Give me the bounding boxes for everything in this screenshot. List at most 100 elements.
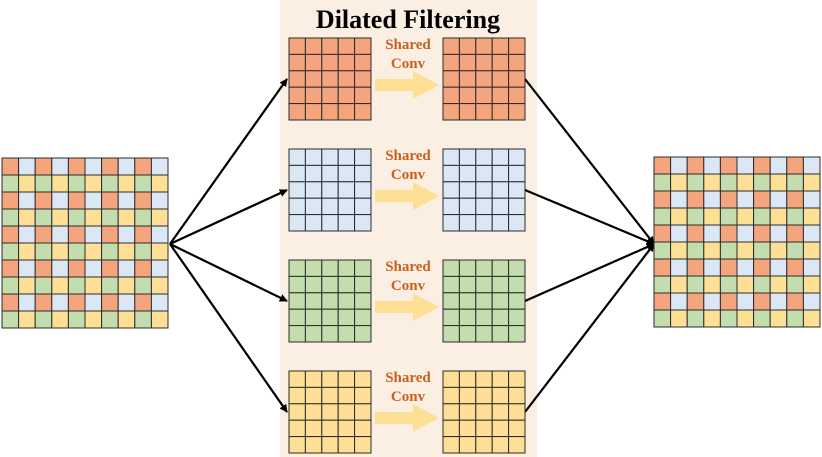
branch-blue-input-grid — [288, 148, 372, 232]
branch-green-input-grid-cell — [321, 308, 339, 327]
branch-orange-output-grid-cell — [458, 86, 477, 105]
branch-yellow-input-grid-cell — [304, 403, 323, 421]
edges-layer — [169, 78, 655, 413]
input-grid-cell — [51, 174, 69, 193]
output-grid-cell — [802, 258, 821, 277]
input-grid-cell — [101, 191, 119, 210]
input-grid-cell — [34, 191, 53, 210]
output-grid-cell — [703, 207, 721, 226]
output-grid-cell — [802, 241, 821, 260]
input-grid-cell — [84, 293, 103, 312]
input-grid-cell — [134, 276, 152, 295]
input-grid-cell — [101, 259, 119, 278]
branch-yellow-input-grid-cell — [354, 386, 372, 405]
output-grid-cell — [802, 173, 821, 192]
input-grid-cell — [150, 208, 169, 227]
fan-out-arrow-yellow — [169, 243, 288, 413]
fan-out-arrow-orange — [169, 78, 288, 245]
branch-blue-output-grid-cell — [475, 148, 493, 166]
branch-yellow-output-grid-cell — [508, 386, 526, 405]
branch-orange-input-grid-cell — [288, 86, 306, 105]
output-grid-cell — [653, 309, 672, 328]
branch-blue-input-grid-cell — [337, 197, 356, 216]
branch-blue-input-grid-cell — [337, 214, 356, 232]
input-grid-cell — [1, 191, 20, 210]
input-grid-cell — [34, 242, 53, 261]
input-grid-cell — [84, 242, 103, 261]
output-grid-cell — [802, 309, 821, 328]
input-grid-cell — [84, 191, 103, 210]
output-grid-cell — [736, 275, 755, 294]
input-grid-cell — [1, 293, 20, 312]
input-grid-cell — [51, 157, 69, 176]
branch-green-output-grid-cell — [458, 259, 477, 277]
input-grid-cell — [117, 174, 136, 193]
branch-yellow-output-grid-cell — [475, 386, 493, 405]
output-grid-cell — [653, 275, 672, 294]
branch-blue-input-grid-cell — [337, 148, 356, 166]
input-grid-cell — [134, 208, 152, 227]
output-grid-cell — [719, 190, 738, 209]
input-grid-cell — [84, 208, 103, 227]
output-grid-cell — [786, 224, 804, 243]
output-grid-cell — [769, 309, 788, 328]
branch-yellow-input-grid-cell — [288, 436, 306, 454]
branch-yellow-output-grid-cell — [491, 419, 510, 438]
output-grid-cell — [703, 275, 721, 294]
shared-conv-label-line2-yellow: Conv — [391, 389, 426, 405]
branch-orange-input-grid-cell — [288, 70, 306, 88]
input-grid-cell — [51, 276, 69, 295]
branch-green-output-grid-cell — [442, 275, 460, 294]
branch-orange-input-grid-cell — [354, 103, 372, 121]
input-grid-cell — [117, 191, 136, 210]
branch-yellow-input-grid-cell — [288, 403, 306, 421]
branch-blue-output-grid-cell — [442, 148, 460, 166]
branch-blue-output-grid-cell — [491, 164, 510, 183]
branch-orange-output-grid-cell — [475, 86, 493, 105]
output-grid-cell — [670, 224, 688, 243]
input-grid-cell — [134, 293, 152, 312]
output-grid-cell — [653, 173, 672, 192]
input-grid-cell — [150, 225, 169, 244]
branch-yellow-output-grid-cell — [475, 419, 493, 438]
output-grid-cell — [736, 309, 755, 328]
input-grid-cell — [67, 174, 86, 193]
branch-yellow-input-grid-cell — [321, 403, 339, 421]
input-grid-cell — [1, 157, 20, 176]
shared-conv-label-line1-green: Shared — [385, 259, 431, 275]
branch-blue-output-grid-cell — [442, 164, 460, 183]
branch-blue-output-grid-cell — [508, 181, 526, 199]
branch-orange-input-grid-cell — [354, 53, 372, 72]
input-grid-cell — [67, 191, 86, 210]
input-grid-cell — [101, 208, 119, 227]
output-grid-cell — [653, 258, 672, 277]
branch-blue-output-grid-cell — [508, 164, 526, 183]
input-grid-cell — [84, 276, 103, 295]
branch-green-input-grid-cell — [354, 308, 372, 327]
input-grid-cell — [67, 225, 86, 244]
branch-blue-input-grid-cell — [337, 164, 356, 183]
output-grid-cell — [719, 173, 738, 192]
branch-yellow-output-grid-cell — [475, 403, 493, 421]
input-grid-cell — [101, 157, 119, 176]
branch-blue-output-grid-cell — [458, 214, 477, 232]
output-grid-cell — [786, 173, 804, 192]
branch-yellow-input-grid-cell — [321, 386, 339, 405]
branch-yellow-output-grid-cell — [442, 386, 460, 405]
branch-orange-output-grid — [442, 37, 526, 121]
branch-orange-output-grid-cell — [491, 103, 510, 121]
branch-orange-input-grid-cell — [304, 37, 323, 55]
output-grid-cell — [802, 224, 821, 243]
input-grid-cell — [51, 225, 69, 244]
branch-green-output-grid-cell — [491, 325, 510, 343]
output-grid-cell — [653, 224, 672, 243]
branch-blue-output-grid-cell — [508, 197, 526, 216]
branch-green-output-grid-cell — [475, 292, 493, 310]
branch-green-input-grid-cell — [288, 325, 306, 343]
branch-yellow-input-grid-cell — [304, 386, 323, 405]
input-grid-cell — [18, 310, 36, 329]
branch-blue-output-grid-cell — [475, 197, 493, 216]
branch-orange-input-grid-cell — [321, 86, 339, 105]
output-grid-cell — [736, 292, 755, 311]
branch-orange-output-grid-cell — [475, 37, 493, 55]
